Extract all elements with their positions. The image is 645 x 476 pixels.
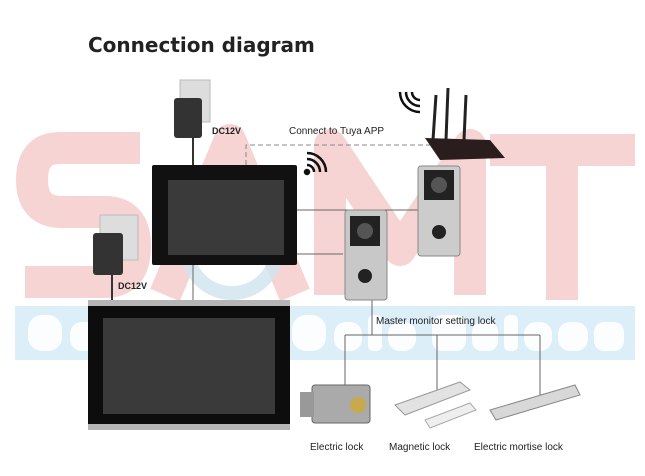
lock-icon	[394, 381, 477, 429]
magnetic-lock-label: Magnetic lock	[389, 442, 451, 453]
monitor-icon	[152, 165, 297, 265]
power-adapter-icon	[93, 214, 139, 275]
lock-icon	[300, 384, 371, 424]
doorbell-icon	[417, 165, 461, 257]
dc12v-label-top: DC12V	[212, 126, 242, 136]
router-icon	[425, 87, 505, 160]
power-adapter-icon	[174, 79, 211, 138]
wifi-icon	[398, 91, 421, 114]
wifi-icon	[303, 151, 328, 176]
dc12v-label-bottom: DC12V	[118, 281, 148, 291]
lock-icon	[489, 384, 581, 421]
electric-lock-label: Electric lock	[310, 442, 364, 453]
mortise-lock-label: Electric mortise lock	[474, 442, 563, 453]
monitor-icon	[88, 300, 290, 430]
page-title: Connection diagram	[88, 33, 315, 57]
doorbell-icon	[344, 209, 388, 301]
tuya-label: Connect to Tuya APP	[289, 126, 385, 137]
master-lock-label: Master monitor setting lock	[376, 316, 496, 327]
